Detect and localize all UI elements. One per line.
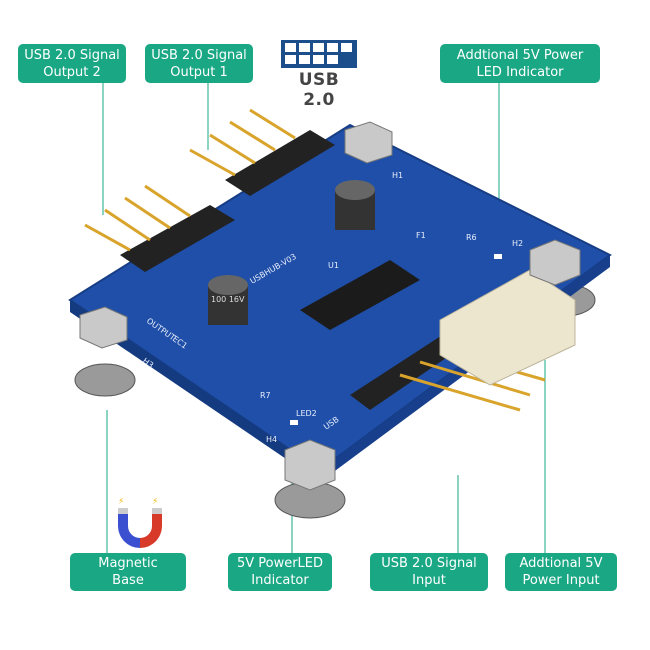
silk-led2: LED2 [296, 409, 317, 418]
label-5v-power-led: 5V PowerLED Indicator [228, 553, 332, 591]
silk-u1: U1 [328, 261, 339, 270]
usb-logo-icon [281, 40, 357, 68]
label-usb-input: USB 2.0 Signal Input [370, 553, 488, 591]
magnet-icon: ⚡⚡ [118, 497, 162, 548]
svg-text:⚡: ⚡ [152, 497, 158, 507]
label-magnetic-base: Magnetic Base [70, 553, 186, 591]
capacitors: 100 16V [208, 180, 375, 325]
silk-h1: H1 [392, 171, 403, 180]
additional-power-led [494, 254, 502, 259]
ic-chip [300, 260, 420, 330]
silk-h4: H4 [266, 435, 277, 444]
silk-h2: H2 [512, 239, 523, 248]
silk-f1: F1 [416, 231, 426, 240]
usb-logo-text: USB 2.0 [298, 70, 340, 110]
capacitor-marking: 100 16V [211, 295, 245, 304]
label-usb-output-2: USB 2.0 Signal Output 2 [18, 44, 126, 83]
label-power-input: Addtional 5V Power Input [505, 553, 617, 591]
silk-r6: R6 [466, 233, 477, 242]
label-power-led-indicator: Addtional 5V Power LED Indicator [440, 44, 600, 83]
label-usb-output-1: USB 2.0 Signal Output 1 [145, 44, 253, 83]
power-led [290, 420, 298, 425]
svg-text:⚡: ⚡ [118, 497, 124, 507]
silk-r7: R7 [260, 391, 271, 400]
mounting-nuts [79, 121, 581, 491]
